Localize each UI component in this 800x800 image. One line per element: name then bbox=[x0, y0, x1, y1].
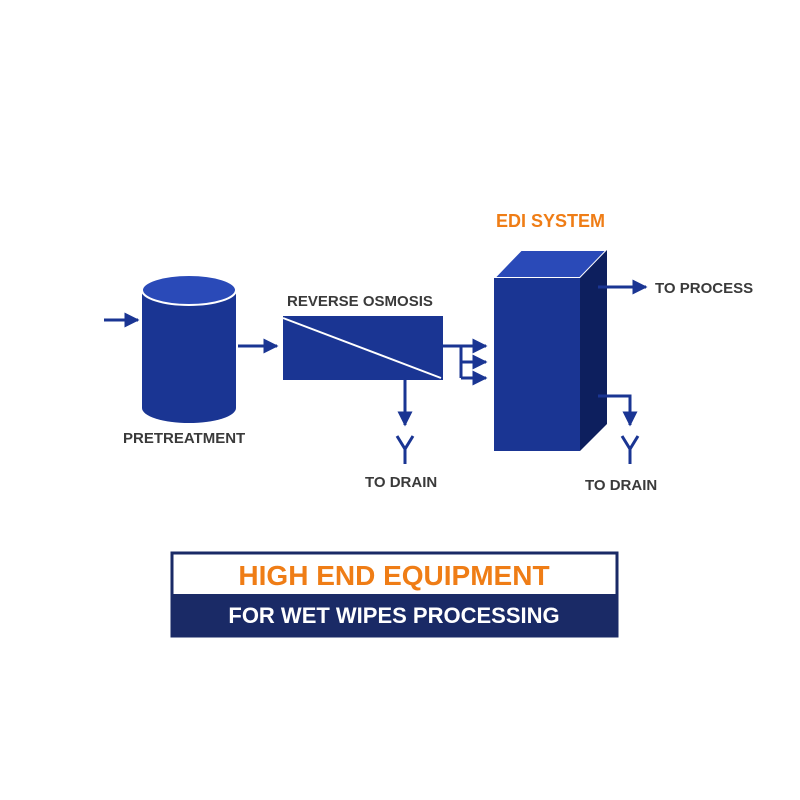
banner-headline: HIGH END EQUIPMENT bbox=[238, 560, 549, 591]
ro-to-edi-arrows bbox=[443, 338, 488, 386]
edi-system-label: EDI SYSTEM bbox=[496, 211, 605, 231]
ro-to-drain-label: TO DRAIN bbox=[365, 474, 437, 491]
pretreatment-tank bbox=[141, 274, 237, 423]
banner: HIGH END EQUIPMENT FOR WET WIPES PROCESS… bbox=[170, 551, 619, 638]
ro-drain-line bbox=[395, 380, 415, 464]
edi-drain-line bbox=[598, 394, 640, 464]
reverse-osmosis-label: REVERSE OSMOSIS bbox=[287, 293, 433, 310]
reverse-osmosis-unit bbox=[282, 316, 443, 380]
pretreatment-label: PRETREATMENT bbox=[123, 430, 245, 447]
to-process-label: TO PROCESS bbox=[655, 280, 753, 297]
banner-subline: FOR WET WIPES PROCESSING bbox=[228, 603, 559, 628]
edi-to-drain-label: TO DRAIN bbox=[585, 477, 657, 494]
edi-system-unit bbox=[491, 249, 610, 451]
